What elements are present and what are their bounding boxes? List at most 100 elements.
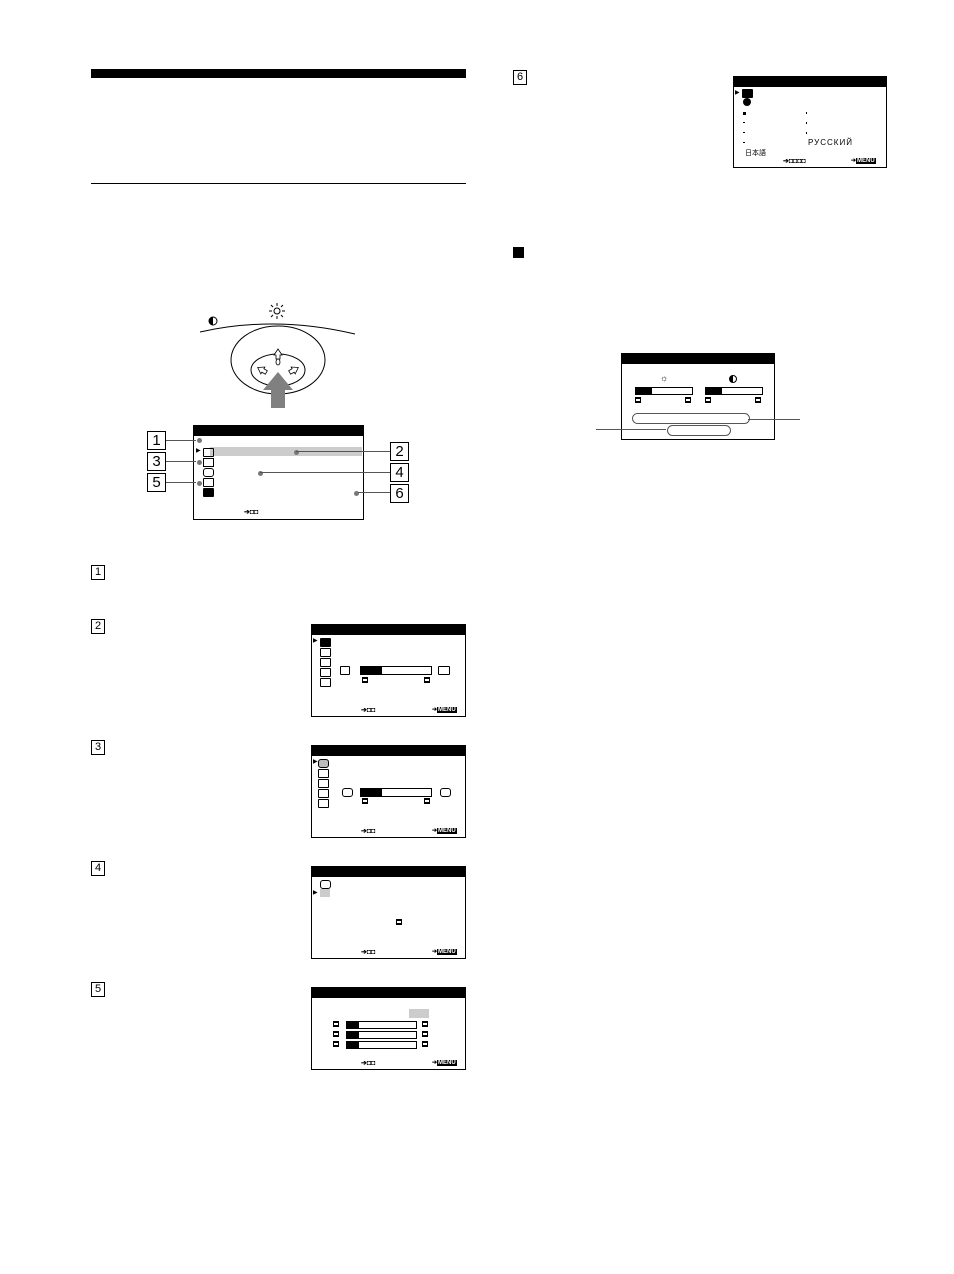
callout-5: 5 (147, 473, 166, 492)
callout-6: 6 (390, 484, 409, 503)
menu-selection-highlight (210, 447, 362, 456)
key-balance-icon[interactable] (318, 799, 329, 808)
green-slider[interactable] (346, 1031, 417, 1039)
menu-selection-highlight (320, 889, 330, 897)
menu-key-label: ➔MENU (432, 828, 457, 834)
osd-title-bar (312, 988, 465, 998)
color-preset-highlight (409, 1009, 429, 1018)
brightness-increase-button[interactable] (685, 397, 691, 403)
green-increase-button[interactable] (422, 1031, 428, 1037)
callout-line-3 (166, 461, 196, 462)
brightness-slider[interactable] (635, 387, 693, 395)
contrast-increase-button[interactable] (755, 397, 761, 403)
geometry-slider[interactable] (360, 788, 432, 797)
red-slider[interactable] (346, 1021, 417, 1029)
increase-button[interactable] (424, 798, 430, 804)
nav-keys: ➔◘◘ (361, 949, 376, 956)
pin-balance-icon[interactable] (318, 779, 329, 788)
osd-title-bar (312, 867, 465, 877)
lang-bullet-6 (806, 122, 807, 124)
selection-pointer-icon: ▶ (196, 448, 201, 454)
osd-title-bar (312, 625, 465, 635)
lang-bullet-2 (743, 122, 745, 123)
v-size-icon[interactable] (320, 648, 331, 657)
callout-2: 2 (390, 442, 409, 461)
pointer-dot-2 (294, 450, 299, 455)
selection-pointer-icon: ▶ (313, 890, 318, 896)
contrast-slider[interactable] (705, 387, 763, 395)
slider-min-icon (340, 666, 350, 675)
convergence-icon[interactable] (203, 468, 214, 477)
callout-4: 4 (390, 463, 409, 482)
section-number-5: 5 (91, 982, 105, 997)
red-decrease-button[interactable] (333, 1021, 339, 1027)
zoom-icon[interactable] (320, 678, 331, 687)
nav-keys: ➔◘◘ (361, 828, 376, 835)
callout-line-1 (166, 440, 196, 441)
convergence-h-icon[interactable] (320, 880, 331, 889)
osd-title-bar (734, 77, 886, 87)
keystone-icon[interactable] (318, 789, 329, 798)
info-field-lower (667, 425, 731, 436)
menu-key-label: ➔MENU (432, 1060, 457, 1066)
slider-max-icon (438, 666, 450, 675)
info-leader-left (596, 429, 666, 430)
section-number-4: 4 (91, 861, 105, 876)
blue-slider[interactable] (346, 1041, 417, 1049)
brightness-decrease-button[interactable] (635, 397, 641, 403)
decrease-button[interactable] (362, 677, 368, 683)
pointer-dot-1 (197, 438, 202, 443)
menu-key-label: ➔MENU (851, 158, 876, 164)
contrast-decrease-button[interactable] (705, 397, 711, 403)
size-center-osd: ▶ ➔◘◘ ➔MENU (311, 624, 466, 717)
blue-increase-button[interactable] (422, 1041, 428, 1047)
callout-line-4 (260, 472, 390, 473)
info-field-upper (632, 413, 750, 424)
nav-keys: ➔◘◘◘◘ (783, 158, 806, 165)
language-icon[interactable] (742, 89, 753, 98)
section-number-6: 6 (513, 70, 527, 85)
blue-decrease-button[interactable] (333, 1041, 339, 1047)
nav-keys: ➔◘◘ (361, 707, 376, 714)
section-number-2: 2 (91, 619, 105, 634)
lang-option-japanese[interactable]: 日本語 (745, 150, 766, 157)
brightness-contrast-osd: ☼ (621, 353, 775, 440)
nav-keys: ➔◘◘ (361, 1060, 376, 1067)
info-icon[interactable] (743, 98, 751, 106)
section-number-3: 3 (91, 740, 105, 755)
h-size-icon[interactable] (320, 638, 331, 647)
slider-min-icon (342, 788, 353, 797)
size-center-icon[interactable] (203, 448, 214, 457)
h-center-icon[interactable] (320, 658, 331, 667)
callout-line-2 (296, 451, 390, 452)
green-decrease-button[interactable] (333, 1031, 339, 1037)
decrease-button[interactable] (362, 798, 368, 804)
red-increase-button[interactable] (422, 1021, 428, 1027)
selection-pointer-icon: ▶ (735, 90, 740, 96)
info-leader-right (748, 419, 800, 420)
osd-title-bar (622, 354, 774, 364)
language-icon[interactable] (203, 488, 214, 497)
rotation-icon[interactable] (318, 759, 329, 768)
color-icon[interactable] (203, 478, 214, 487)
v-center-icon[interactable] (320, 668, 331, 677)
header-rule-thin (91, 183, 466, 184)
section-number-1: 1 (91, 565, 105, 580)
lang-bullet-4 (743, 142, 745, 143)
contrast-icon (729, 375, 737, 383)
selection-pointer-icon: ▶ (313, 638, 318, 644)
pincushion-icon[interactable] (318, 769, 329, 778)
color-osd: ➔◘◘ ➔MENU (311, 987, 466, 1070)
adjust-button[interactable] (396, 919, 402, 925)
geometry-icon[interactable] (203, 458, 214, 467)
increase-button[interactable] (424, 677, 430, 683)
osd-title-bar (194, 426, 363, 436)
main-menu-nav-keys: ➔◘◘ (244, 509, 259, 516)
lang-option-russian[interactable]: РУССКИЙ (808, 138, 853, 147)
pointer-dot-3 (197, 460, 202, 465)
callout-line-6 (358, 492, 390, 493)
geometry-osd: ▶ ➔◘◘ ➔MENU (311, 745, 466, 838)
callout-3: 3 (147, 452, 166, 471)
size-slider[interactable] (360, 666, 432, 675)
selection-pointer-icon: ▶ (313, 759, 318, 765)
